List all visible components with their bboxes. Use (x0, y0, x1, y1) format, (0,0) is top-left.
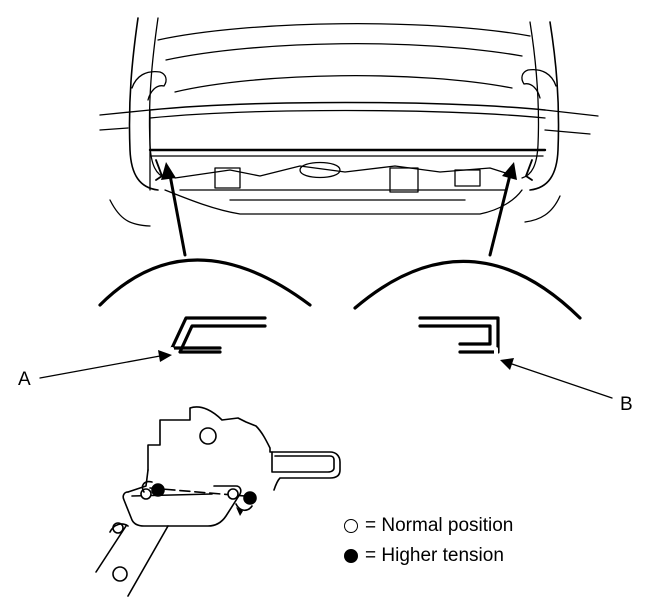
detail-a-magnified-view (98, 258, 312, 357)
legend-higher-text: = Higher tension (365, 545, 504, 566)
callout-a-label: A (18, 369, 31, 390)
callout-a-leader (39, 350, 172, 379)
detail-b-magnified-view (353, 259, 582, 359)
callout-b-leader (500, 358, 613, 399)
tensioner-mechanism (95, 406, 341, 597)
legend-row-higher-tension: = Higher tension (344, 545, 504, 567)
callout-b-label: B (620, 394, 633, 415)
filled-circle-icon (344, 549, 358, 563)
arrow-to-detail-b (488, 162, 517, 257)
legend-row-normal: = Normal position (344, 515, 513, 537)
open-circle-icon (344, 519, 358, 533)
vehicle-rear-compartment (99, 17, 599, 227)
arrow-to-detail-a (161, 162, 187, 257)
legend-normal-text: = Normal position (365, 515, 514, 536)
